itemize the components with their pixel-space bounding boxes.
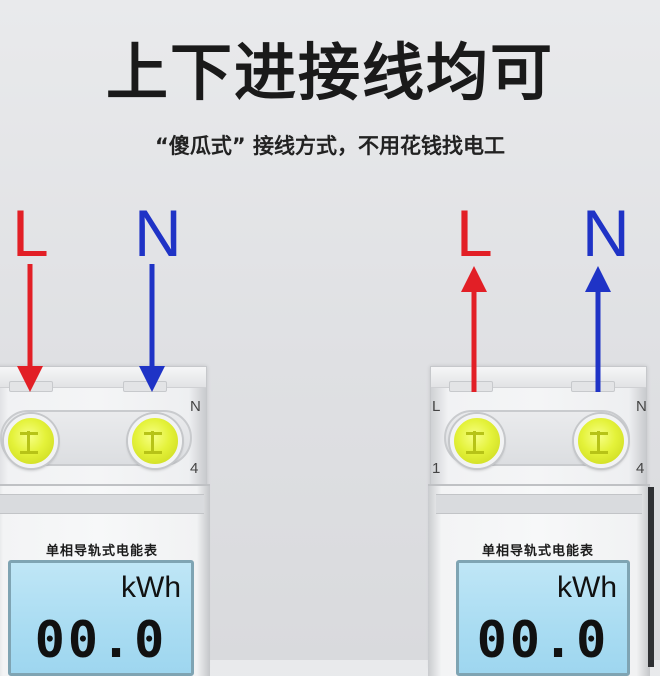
right-meter-screw-l-icon — [450, 414, 504, 468]
left-meter-groove — [0, 494, 204, 514]
right-lcd-unit: kWh — [557, 571, 617, 604]
left-line-arrow-down-icon — [17, 264, 43, 392]
left-meter-screw-n-icon — [128, 414, 182, 468]
left-terminal-label-n: N — [190, 398, 201, 415]
left-product-label: 单相导轨式电能表 — [45, 544, 158, 559]
right-lcd-value: 00.0 — [476, 611, 610, 669]
left-lcd-unit: kWh — [121, 571, 181, 604]
left-meter-screw-l-icon — [4, 414, 58, 468]
right-terminal-label-n: N — [636, 398, 647, 415]
right-meter-screw-n-icon — [574, 414, 628, 468]
right-meter-slot-l — [449, 381, 493, 392]
right-meter-shadow-edge — [648, 487, 654, 667]
headline: 上下进接线均可 — [105, 36, 554, 109]
left-terminal-label-4: 4 — [190, 460, 199, 477]
left-lcd-value: 00.0 — [34, 611, 168, 669]
right-terminal-label-1: 1 — [432, 460, 441, 477]
right-product-label: 单相导轨式电能表 — [481, 544, 594, 559]
left-meter-slot-n — [123, 381, 167, 392]
wiring-arrows — [17, 264, 611, 392]
left-neutral-arrow-down-icon — [139, 264, 165, 392]
right-line-label: L — [456, 196, 493, 270]
right-terminal-label-4: 4 — [636, 460, 645, 477]
right-line-arrow-up-icon — [461, 266, 487, 392]
left-lcd-display: kWh 00.0 — [8, 560, 194, 676]
right-neutral-label: N — [582, 196, 630, 270]
right-meter-groove — [436, 494, 642, 514]
right-neutral-arrow-up-icon — [585, 266, 611, 392]
right-terminal-label-l: L — [432, 398, 441, 415]
right-meter-slot-n — [571, 381, 615, 392]
left-neutral-label: N — [134, 196, 182, 270]
left-line-label: L — [12, 196, 49, 270]
subtitle: “傻瓜式” 接线方式，不用花钱找电工 — [155, 134, 505, 158]
